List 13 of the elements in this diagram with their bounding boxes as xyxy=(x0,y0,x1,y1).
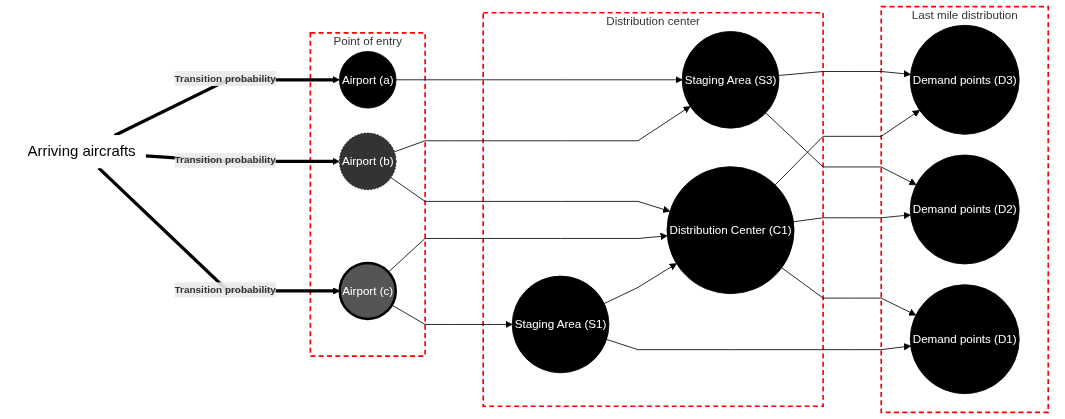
node-text: Arriving aircrafts xyxy=(27,142,136,160)
node-circle: Staging Area (S1) xyxy=(511,275,609,374)
node-circle: Demand points (D2) xyxy=(909,154,1020,265)
node-circle: Demand points (D3) xyxy=(909,24,1020,135)
edge-label: Transition probability xyxy=(174,154,276,166)
edge-label: Transition probability xyxy=(174,72,276,85)
node-circle: Staging Area (S3) xyxy=(681,31,779,129)
node-circle: Airport (a) xyxy=(338,51,396,109)
node-circle: Airport (b) xyxy=(338,132,396,191)
node-circle: Demand points (D1) xyxy=(909,284,1020,395)
node-circle: Airport (c) xyxy=(338,261,397,321)
node-circle: Distribution Center (C1) xyxy=(666,166,794,295)
edge-label: Transition probability xyxy=(174,283,276,296)
